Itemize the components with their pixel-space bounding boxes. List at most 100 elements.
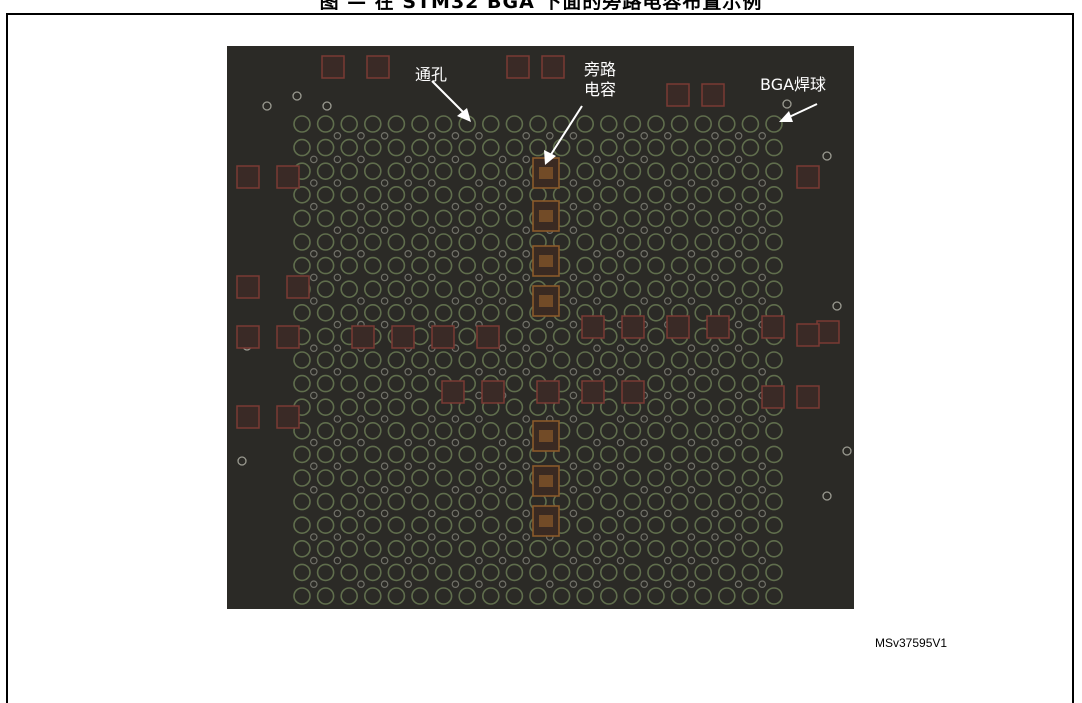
via	[322, 101, 332, 111]
bga-ball	[364, 115, 382, 133]
bga-ball	[670, 186, 689, 204]
via	[333, 179, 342, 187]
bga-ball	[599, 351, 618, 369]
bga-ball	[765, 492, 783, 511]
bga-ball	[505, 445, 524, 464]
bga-ball	[623, 209, 642, 228]
bga-ball	[387, 469, 406, 487]
via	[451, 580, 460, 589]
bga-ball	[717, 351, 736, 369]
via	[663, 391, 672, 400]
bga-ball	[599, 162, 618, 180]
bga-ball	[599, 563, 618, 582]
via	[404, 202, 413, 211]
bga-ball	[340, 162, 358, 180]
via	[451, 485, 460, 494]
bga-ball	[623, 587, 642, 605]
bypass-capacitor-body	[539, 430, 553, 442]
bga-ball	[717, 162, 736, 180]
via	[333, 155, 342, 164]
via-annotation: 通孔	[415, 65, 448, 84]
bga-ball	[599, 492, 618, 511]
bga-ball	[340, 469, 358, 487]
via	[357, 132, 365, 140]
pad	[796, 385, 820, 409]
bga-ball	[670, 587, 689, 605]
bga-ball	[599, 516, 618, 535]
bga-ball	[694, 445, 713, 464]
bypass-capacitor-body	[539, 295, 553, 307]
bga-ball	[647, 115, 665, 133]
bga-ball	[741, 186, 760, 204]
via	[593, 273, 601, 282]
bga-ball	[741, 469, 760, 487]
bga-ball	[694, 280, 713, 298]
bga-ball	[741, 115, 760, 133]
via	[310, 533, 318, 541]
via	[616, 179, 625, 187]
via	[428, 415, 436, 423]
bga-ball	[434, 539, 453, 558]
bga-ball	[481, 186, 500, 204]
pad	[236, 165, 260, 189]
bga-ball	[741, 563, 760, 582]
via	[734, 485, 743, 494]
bga-ball	[505, 539, 524, 558]
via	[569, 297, 578, 305]
bga-ball	[411, 256, 429, 275]
bga-ball	[434, 138, 453, 157]
via	[687, 556, 696, 565]
bga-ball	[552, 327, 571, 346]
via	[822, 491, 832, 501]
bga-ball	[387, 492, 406, 511]
via	[640, 297, 649, 305]
bga-ball	[505, 303, 524, 322]
via	[522, 132, 531, 140]
via	[640, 415, 649, 423]
cap-arrow-line	[549, 105, 583, 157]
via	[380, 132, 389, 140]
bga-ball	[316, 115, 335, 133]
bga-ball	[340, 563, 358, 582]
pad	[276, 405, 300, 429]
via	[782, 99, 792, 109]
via	[475, 367, 483, 376]
via	[734, 438, 743, 447]
bga-ball	[576, 186, 595, 204]
bga-ball	[741, 327, 760, 346]
via	[734, 132, 743, 140]
pad	[286, 275, 310, 299]
via	[310, 155, 318, 164]
bga-ball	[340, 587, 358, 605]
bga-ball	[670, 516, 689, 535]
bga-ball	[694, 563, 713, 582]
via	[333, 438, 342, 447]
bga-ball	[293, 492, 311, 511]
via	[687, 367, 696, 376]
via	[663, 580, 672, 589]
bga-ball	[717, 115, 736, 133]
via	[593, 438, 601, 447]
bga-ball	[316, 445, 335, 464]
pad	[761, 315, 785, 339]
via	[569, 509, 578, 518]
via	[640, 509, 649, 518]
via	[333, 556, 342, 565]
bga-ball	[316, 162, 335, 180]
bga-ball	[647, 445, 665, 464]
bga-ball	[670, 280, 689, 298]
bga-ball	[623, 445, 642, 464]
bga-ball	[458, 138, 476, 157]
via	[734, 533, 743, 541]
via	[522, 320, 531, 329]
bga-ball	[576, 209, 595, 228]
bga-ball	[411, 587, 429, 605]
bga-arrow-head	[779, 111, 793, 122]
via	[663, 179, 672, 187]
bga-ball	[434, 186, 453, 204]
bga-ball	[647, 374, 665, 393]
via	[498, 485, 507, 494]
bga-ball	[316, 351, 335, 369]
via	[734, 391, 743, 400]
pad	[666, 83, 690, 107]
